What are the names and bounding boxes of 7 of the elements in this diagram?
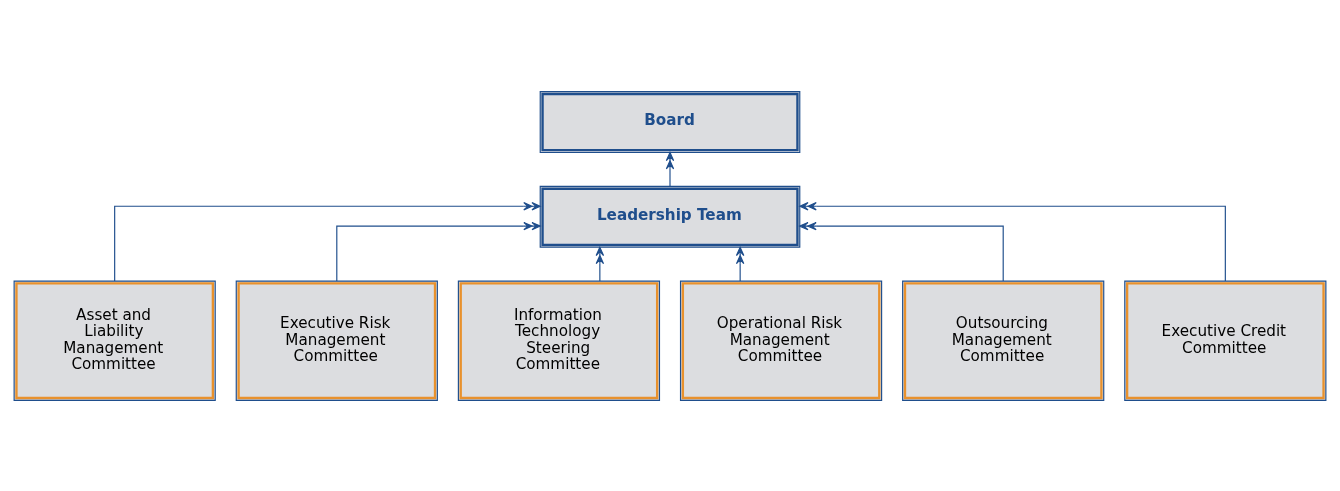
arrow bbox=[595, 246, 605, 281]
arrow bbox=[799, 201, 1226, 282]
arrow bbox=[799, 221, 1004, 282]
arrow bbox=[665, 151, 675, 187]
arrow bbox=[114, 201, 541, 282]
arrow bbox=[336, 221, 541, 282]
arrow bbox=[735, 246, 745, 281]
